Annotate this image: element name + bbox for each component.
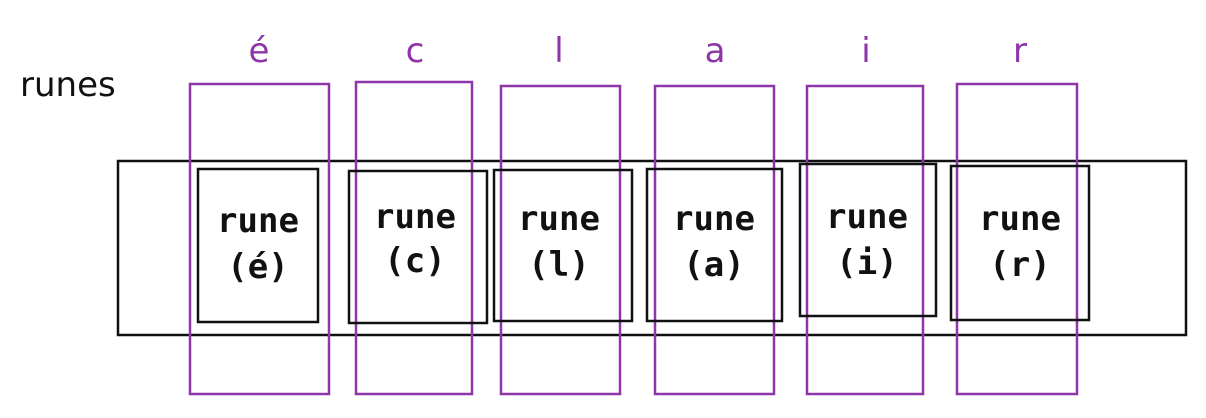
rune-column: i rune (i) [798,31,938,396]
rune-box [196,167,320,324]
rune-box [949,164,1091,322]
rune-box-label-bottom: (c) [384,241,445,281]
rune-box-label-bottom: (r) [989,245,1050,285]
rune-column: a rune (a) [645,31,784,396]
character-outline [955,82,1079,396]
rune-box-label-top: rune [673,199,755,239]
rune-column: é rune (é) [188,31,331,396]
rune-box [492,168,634,323]
character-label: c [406,31,425,71]
rune-box-label-bottom: (é) [227,247,288,287]
rune-box [347,169,489,325]
rune-column: c rune (c) [347,31,489,396]
character-label: r [1013,31,1027,71]
rune-column: l rune (l) [492,31,634,396]
slice-container [116,159,1188,337]
rune-box-label-top: rune [518,199,600,239]
rune-box-label-bottom: (l) [528,245,589,285]
rune-box [645,167,784,323]
character-outline [653,84,776,396]
character-outline [499,84,622,396]
rune-box-label-top: rune [374,197,456,237]
rune-box-label-bottom: (i) [836,243,897,283]
character-label: i [861,31,870,71]
rune-column: r rune (r) [949,31,1091,396]
character-outline [354,80,474,396]
rune-box-label-top: rune [979,199,1061,239]
character-label: l [554,31,563,71]
rune-box [798,162,938,318]
character-label: é [249,31,270,71]
rune-box-label-top: rune [826,197,908,237]
runes-label: runes [20,65,116,105]
rune-box-label-bottom: (a) [683,245,744,285]
character-outline [805,84,925,396]
character-outline [188,82,331,396]
rune-box-label-top: rune [217,201,299,241]
character-label: a [705,31,726,71]
